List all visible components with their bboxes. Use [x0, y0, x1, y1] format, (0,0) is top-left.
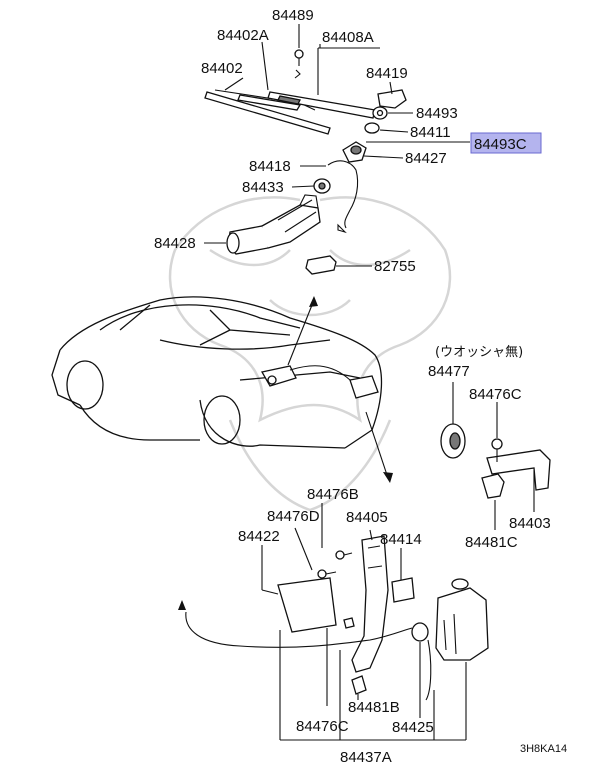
label-84427[interactable]: 84427 — [405, 150, 447, 167]
label-84476C-bottom[interactable]: 84476C — [296, 718, 349, 735]
diagram-reference-code: 3H8KA14 — [520, 743, 567, 755]
label-84428[interactable]: 84428 — [154, 235, 196, 252]
label-84493C[interactable]: 84493C — [474, 136, 527, 153]
label-84419[interactable]: 84419 — [366, 65, 408, 82]
label-84402[interactable]: 84402 — [201, 60, 243, 77]
label-84476C-right[interactable]: 84476C — [469, 386, 522, 403]
bracket-assembly — [440, 423, 551, 499]
label-84476B[interactable]: 84476B — [307, 486, 359, 503]
highlight-box — [470, 132, 542, 154]
car-outline — [51, 296, 383, 449]
label-84418[interactable]: 84418 — [249, 158, 291, 175]
label-84489[interactable]: 84489 — [272, 7, 314, 24]
label-84425[interactable]: 84425 — [392, 719, 434, 736]
label-84437A[interactable]: 84437A — [340, 749, 392, 766]
label-84481C[interactable]: 84481C — [465, 534, 518, 551]
watermark-emblem — [168, 196, 452, 512]
label-84433[interactable]: 84433 — [242, 179, 284, 196]
label-note: (ウオッシャ無) — [435, 345, 523, 360]
label-84477[interactable]: 84477 — [428, 363, 470, 380]
label-84422[interactable]: 84422 — [238, 528, 280, 545]
pointer-arrows — [178, 296, 393, 610]
label-84481B[interactable]: 84481B — [348, 699, 400, 716]
label-84402A[interactable]: 84402A — [217, 27, 269, 44]
part-labels: 84489 84402A 84408A 84402 84419 84493 84… — [154, 7, 567, 766]
label-84403[interactable]: 84403 — [509, 515, 551, 532]
label-84408A[interactable]: 84408A — [322, 29, 374, 46]
wiper-assembly — [204, 49, 407, 275]
label-84411[interactable]: 84411 — [410, 124, 451, 141]
label-84493[interactable]: 84493 — [416, 105, 458, 122]
washer-assembly — [185, 535, 489, 701]
leader-lines — [204, 24, 535, 741]
label-84476D[interactable]: 84476D — [267, 508, 320, 525]
label-82755[interactable]: 82755 — [374, 258, 416, 275]
label-84414[interactable]: 84414 — [380, 531, 422, 548]
label-84405[interactable]: 84405 — [346, 509, 388, 526]
